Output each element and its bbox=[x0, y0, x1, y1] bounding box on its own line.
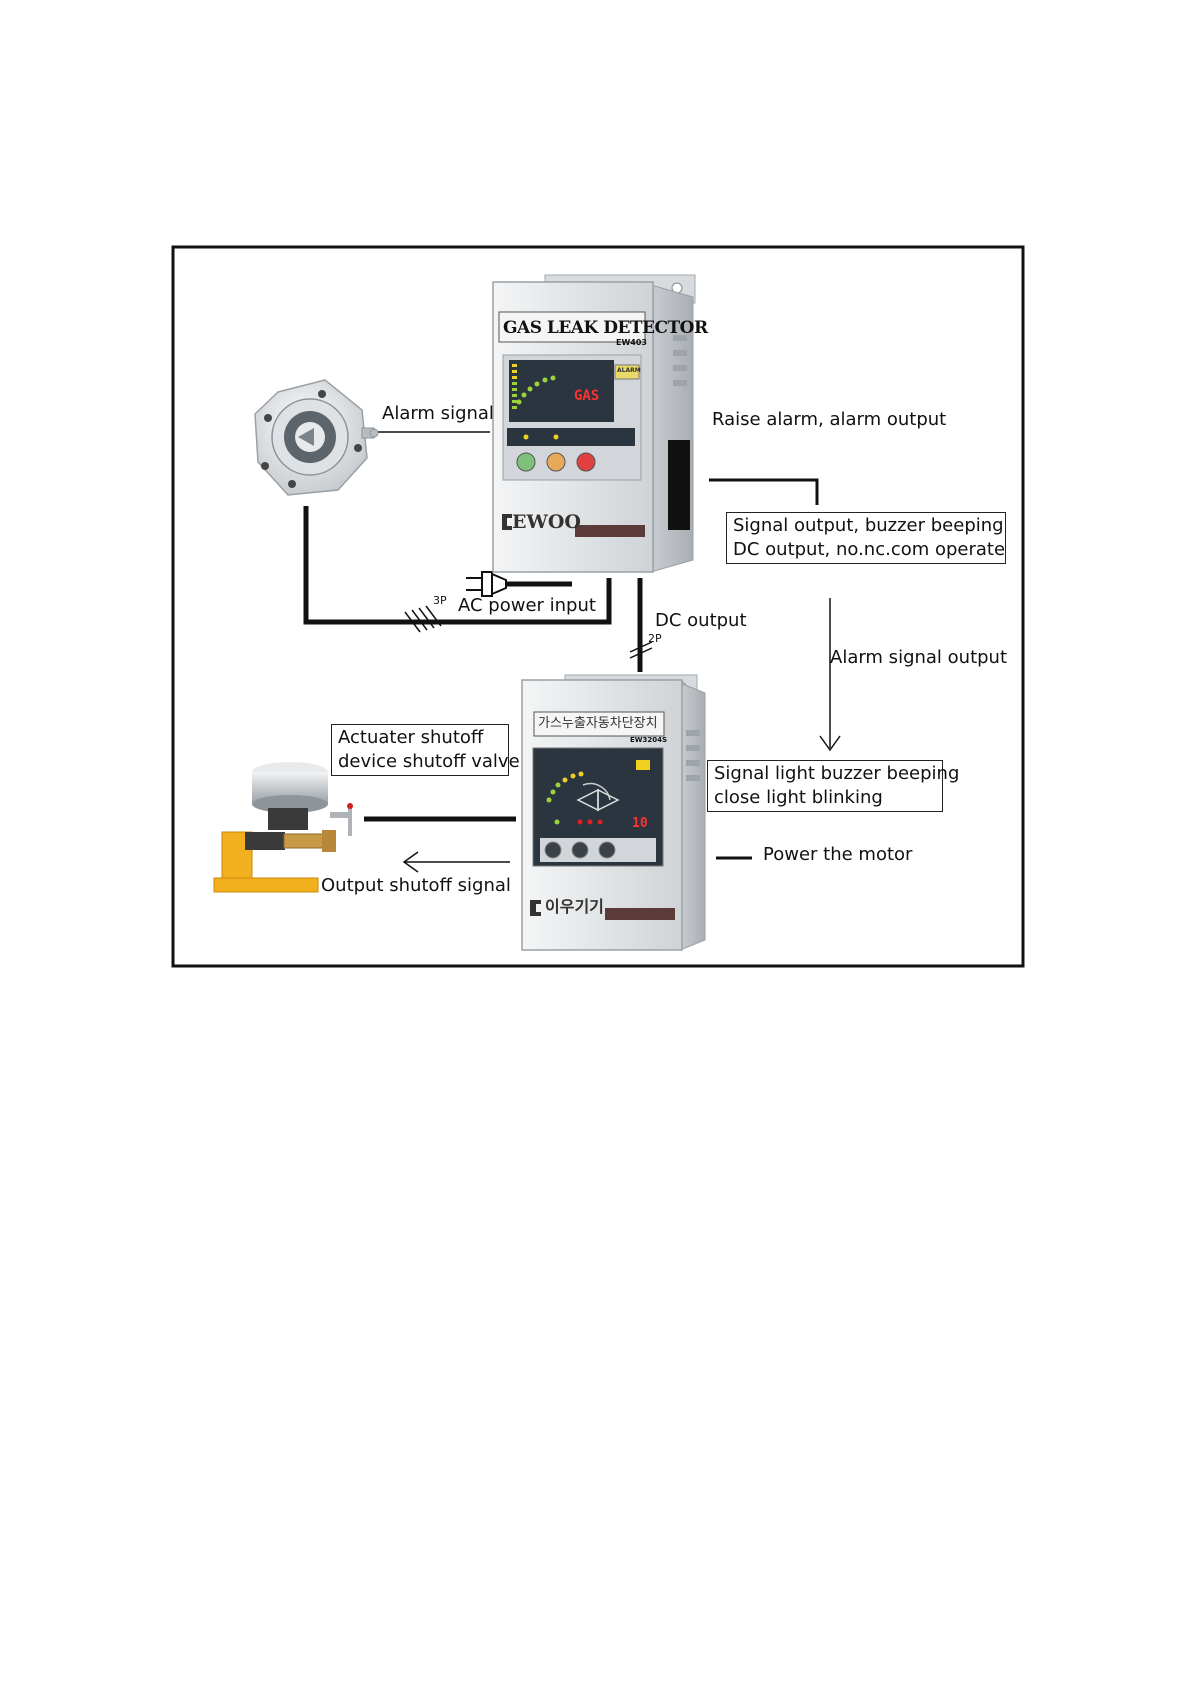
signal-output-line1: Signal output, buzzer beeping bbox=[733, 515, 1004, 536]
three-p-marks bbox=[404, 605, 442, 633]
actuator-line2: device shutoff valve bbox=[338, 751, 520, 772]
signal-light-line2: close light blinking bbox=[714, 787, 883, 808]
label-alarm-signal: Alarm signal bbox=[382, 403, 494, 424]
controller-display: 10 bbox=[632, 816, 648, 831]
detector-title: GAS LEAK DETECTOR bbox=[503, 318, 708, 338]
signal-light-box: Signal light buzzer beeping close light … bbox=[707, 760, 960, 812]
wiring bbox=[303, 431, 841, 873]
gas-sensor bbox=[254, 379, 379, 496]
signal-output-box: Signal output, buzzer beeping DC output,… bbox=[726, 512, 1006, 564]
shutoff-valve bbox=[213, 762, 353, 893]
actuator-box: Actuater shutoff device shutoff valve bbox=[331, 724, 520, 776]
alarm-output-line bbox=[709, 478, 819, 505]
auto-shutoff-controller-unit bbox=[521, 674, 706, 951]
label-alarm-signal-output: Alarm signal output bbox=[830, 647, 1008, 668]
actuator-line1: Actuater shutoff bbox=[338, 727, 484, 748]
detector-display: GAS bbox=[574, 388, 600, 404]
detector-alarm-tag: ALARM bbox=[617, 367, 641, 374]
label-output-shutoff-signal: Output shutoff signal bbox=[321, 875, 511, 896]
label-ac-power-input: AC power input bbox=[458, 595, 596, 616]
label-dc-output: DC output bbox=[655, 610, 747, 631]
gas-leak-detector-unit bbox=[492, 274, 696, 573]
label-2p: 2P bbox=[648, 632, 662, 645]
sensor-cable bbox=[303, 506, 612, 625]
two-p-marks bbox=[629, 641, 653, 659]
detector-brand: EWOO bbox=[512, 511, 581, 533]
signal-light-line1: Signal light buzzer beeping bbox=[714, 763, 960, 784]
ac-plug-icon bbox=[466, 571, 507, 597]
controller-title: 가스누출자동차단장치 bbox=[538, 716, 658, 731]
controller-model: EW3204S bbox=[630, 736, 668, 744]
label-raise-alarm: Raise alarm, alarm output bbox=[712, 409, 947, 430]
diagram-frame bbox=[171, 245, 1025, 968]
label-power-the-motor: Power the motor bbox=[763, 844, 913, 865]
controller-brand: 이우기기 bbox=[545, 897, 604, 916]
detector-model: EW403 bbox=[616, 338, 647, 347]
label-3p: 3P bbox=[433, 594, 447, 607]
signal-output-line2: DC output, no.nc.com operate bbox=[733, 539, 1006, 560]
